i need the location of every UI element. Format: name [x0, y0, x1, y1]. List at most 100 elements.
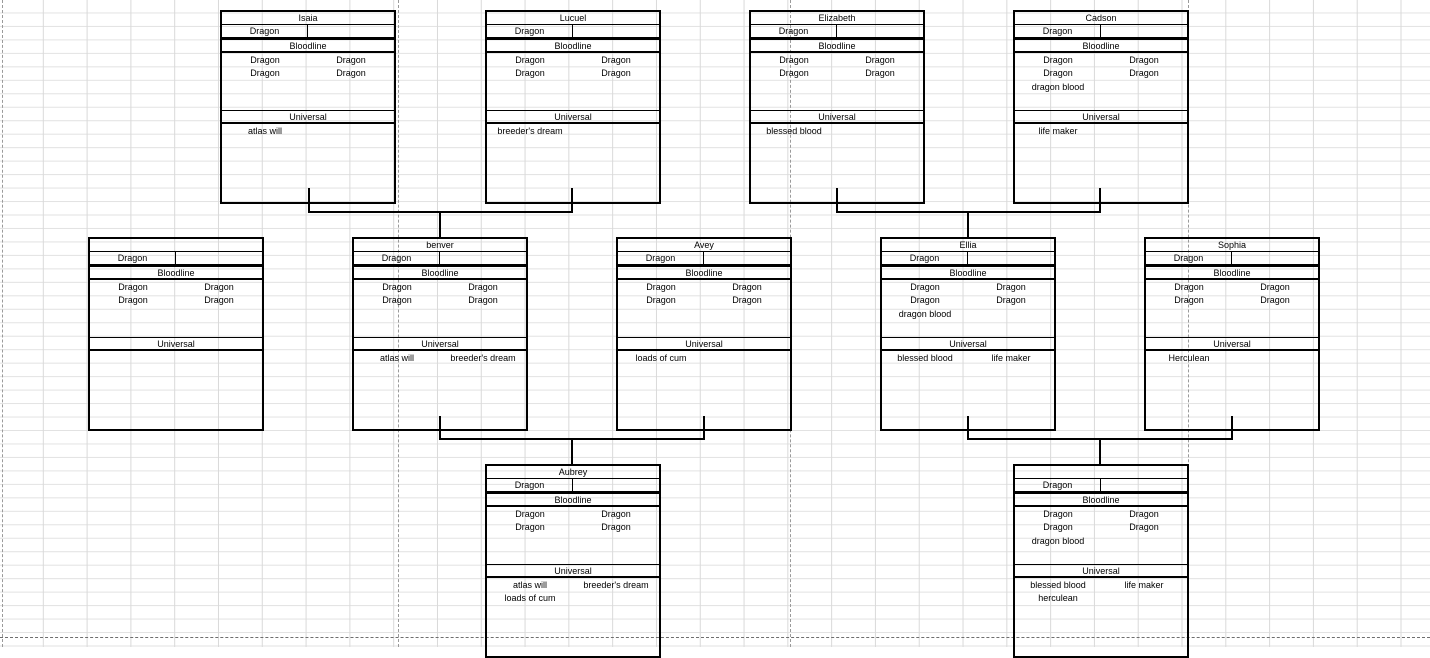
- trait-cell: [1101, 548, 1187, 561]
- trait-cell: [354, 379, 440, 392]
- universal-traits: atlas will: [222, 124, 394, 202]
- trait-row: [1015, 152, 1187, 165]
- trait-row: dragon blood: [1015, 81, 1187, 94]
- trait-row: [487, 535, 659, 548]
- trait-cell: [573, 606, 659, 619]
- trait-cell: [440, 392, 526, 405]
- trait-row: [1146, 379, 1318, 392]
- trait-row: [90, 308, 262, 321]
- trait-row: [90, 406, 262, 419]
- trait-cell: [837, 138, 923, 151]
- universal-header: Universal: [751, 110, 923, 124]
- universal-traits: breeder's dream: [487, 124, 659, 202]
- trait-row: [1146, 406, 1318, 419]
- card-title: Isaia: [222, 12, 394, 25]
- species-value: Dragon: [1146, 252, 1232, 264]
- trait-cell: [176, 365, 262, 378]
- trait-cell: [1101, 592, 1187, 605]
- trait-cell: [90, 365, 176, 378]
- trait-cell: blessed blood: [1030, 580, 1086, 590]
- trait-cell: [487, 606, 573, 619]
- connector-to-aubrey: [571, 438, 573, 466]
- trait-cell: [1146, 365, 1232, 378]
- trait-row: [90, 365, 262, 378]
- trait-cell: [90, 406, 176, 419]
- trait-row: [90, 379, 262, 392]
- connector-isaia-down: [308, 188, 310, 213]
- trait-cell: [90, 321, 176, 334]
- trait-cell: [1101, 606, 1187, 619]
- trait-cell: [308, 152, 394, 165]
- species-empty-cell: [704, 252, 790, 264]
- trait-cell: Dragon: [1129, 509, 1159, 519]
- card-title: Cadson: [1015, 12, 1187, 25]
- trait-cell: life maker: [991, 353, 1031, 363]
- page-break-line-4: [1188, 0, 1189, 647]
- species-empty-cell: [308, 25, 394, 37]
- trait-cell: Dragon: [601, 55, 631, 65]
- card-title: [90, 239, 262, 252]
- trait-row: [1015, 94, 1187, 107]
- trait-cell: Dragon: [601, 522, 631, 533]
- trait-cell: [308, 138, 394, 151]
- card-species-row: Dragon: [1015, 25, 1187, 39]
- universal-header: Universal: [354, 337, 526, 351]
- trait-cell: [1015, 152, 1101, 165]
- trait-row: blessed blood: [751, 125, 923, 138]
- trait-row: [882, 392, 1054, 405]
- trait-cell: [1146, 392, 1232, 405]
- trait-cell: Dragon: [1129, 55, 1159, 65]
- trait-row: [354, 379, 526, 392]
- trait-cell: [573, 81, 659, 94]
- trait-cell: [1101, 165, 1187, 178]
- trait-cell: Dragon: [1260, 295, 1290, 306]
- trait-cell: [573, 125, 659, 138]
- trait-cell: [354, 321, 440, 334]
- trait-cell: [354, 406, 440, 419]
- trait-cell: [882, 365, 968, 378]
- trait-cell: breeder's dream: [583, 580, 649, 590]
- trait-cell: [1101, 179, 1187, 192]
- trait-cell: Dragon: [646, 295, 676, 306]
- trait-row: [1015, 165, 1187, 178]
- trait-cell: dragon blood: [898, 308, 952, 319]
- trait-cell: [837, 81, 923, 94]
- trait-row: [1146, 365, 1318, 378]
- connector-cadson-down: [1099, 188, 1101, 213]
- species-empty-cell: [573, 25, 659, 37]
- bloodline-header: Bloodline: [882, 266, 1054, 280]
- trait-cell: [618, 321, 704, 334]
- trait-row: [222, 94, 394, 107]
- trait-cell: [222, 152, 308, 165]
- bloodline-header: Bloodline: [618, 266, 790, 280]
- bloodline-header: Bloodline: [222, 39, 394, 53]
- species-value: Dragon: [487, 479, 573, 491]
- trait-cell: [837, 165, 923, 178]
- card-title: [1015, 466, 1187, 479]
- trait-row: [1015, 179, 1187, 192]
- trait-cell: breeder's dream: [450, 353, 516, 363]
- trait-row: [882, 379, 1054, 392]
- trait-row: breeder's dream: [487, 125, 659, 138]
- trait-cell: blessed blood: [766, 126, 822, 136]
- page-break-line-horizontal: [0, 637, 1430, 638]
- trait-row: [618, 406, 790, 419]
- species-empty-cell: [837, 25, 923, 37]
- connector-benver-down: [439, 416, 441, 440]
- trait-cell: [487, 548, 573, 561]
